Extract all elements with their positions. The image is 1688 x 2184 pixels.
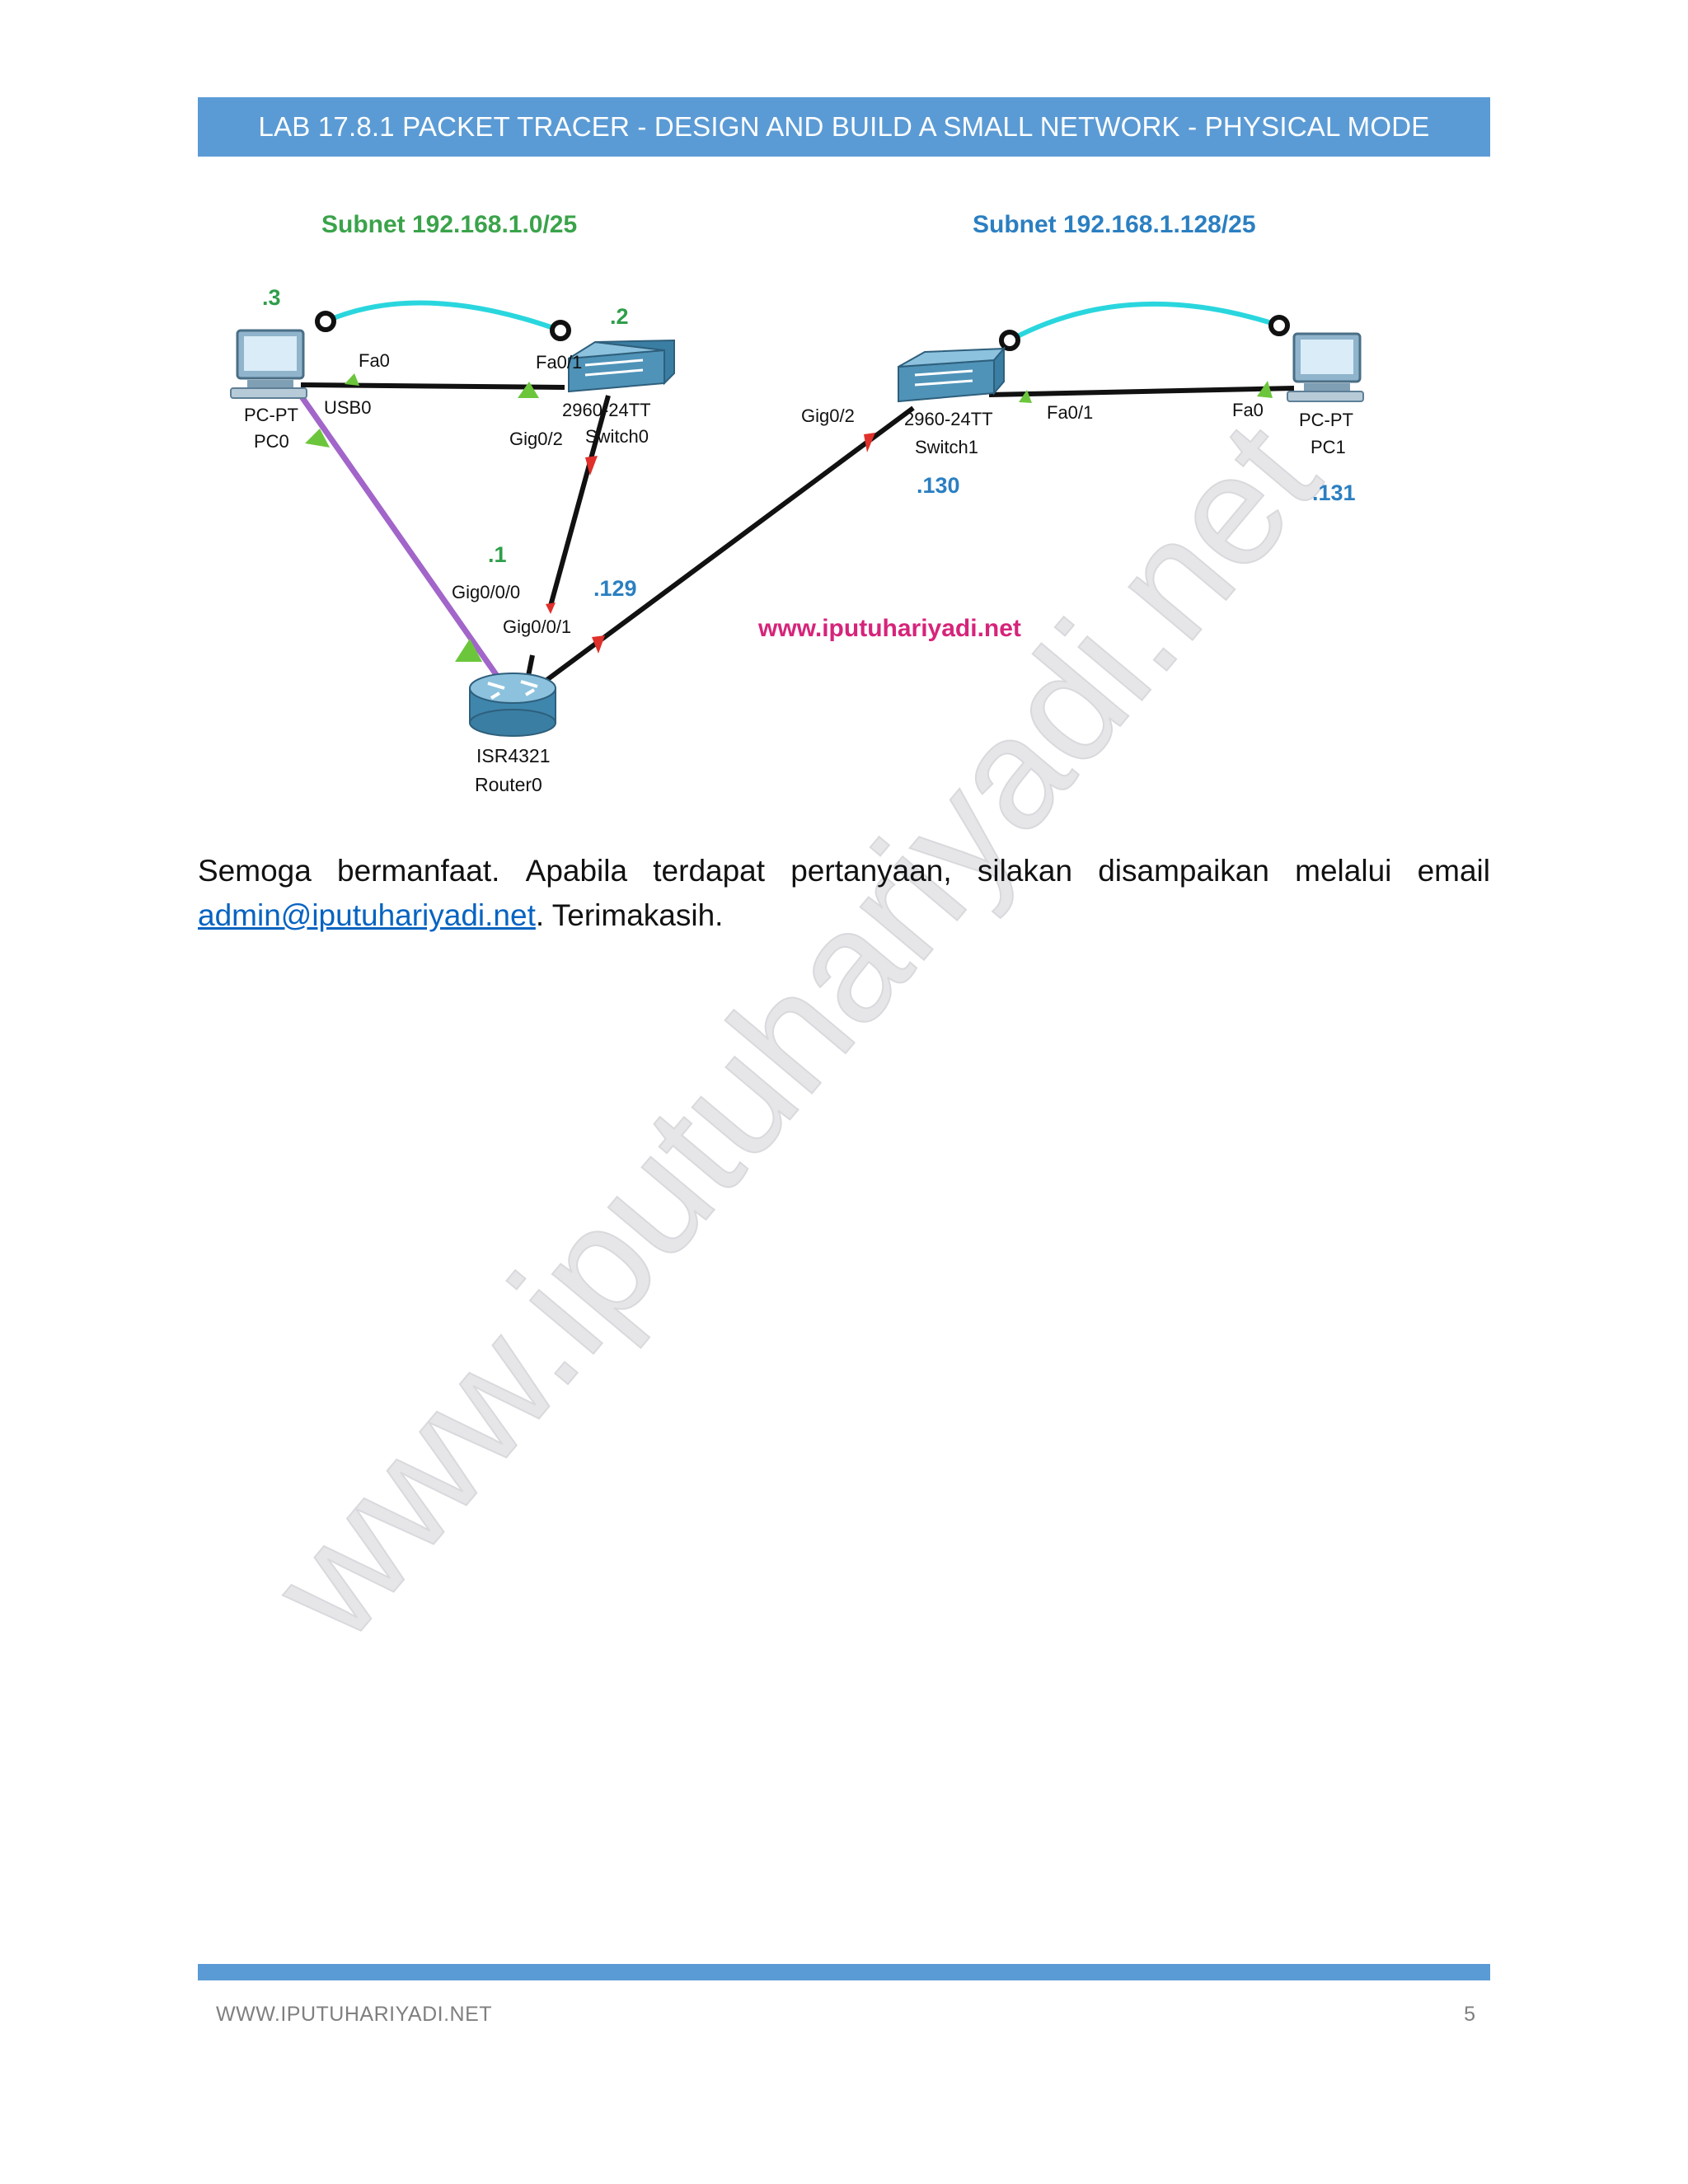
link-switch0-router0 — [548, 395, 611, 607]
switch1-model: 2960-24TT — [904, 409, 993, 429]
down-marker-switch1-gig02 — [864, 433, 875, 452]
body-word: terdapat — [653, 854, 766, 888]
down-marker-switch0-gig02 — [585, 456, 598, 476]
router0-name: Router0 — [475, 774, 542, 795]
switch1-icon — [898, 346, 1006, 403]
body-word: melalui — [1295, 854, 1392, 888]
console-end-pc1 — [1268, 315, 1290, 336]
pc1-type: PC-PT — [1299, 410, 1353, 430]
up-marker-pc1-fa0 — [1257, 381, 1273, 398]
up-marker-switch0-fa01 — [518, 382, 539, 398]
body-word: disampaikan — [1098, 854, 1269, 888]
diagram-website: www.iputuhariyadi.net — [757, 615, 1021, 642]
body-word: silakan — [977, 854, 1073, 888]
router0-model: ISR4321 — [476, 745, 551, 766]
pc0-name: PC0 — [254, 431, 289, 452]
closing-text: . Terimakasih. — [535, 898, 724, 932]
subnet-right-label: Subnet 192.168.1.128/25 — [973, 211, 1256, 238]
router0-port-right: Gig0/0/1 — [503, 616, 571, 637]
body-word: bermanfaat. — [337, 854, 500, 888]
body-word: Apabila — [525, 854, 628, 888]
usb-cable-pc0-router0 — [298, 393, 505, 687]
body-word: Semoga — [198, 854, 312, 888]
console-cable-left — [324, 300, 562, 333]
link-pc0-switch0 — [300, 382, 565, 390]
body-word: email — [1417, 854, 1490, 888]
subnet-left-label: Subnet 192.168.1.0/25 — [321, 211, 577, 238]
console-end-pc0 — [315, 311, 336, 332]
switch1-port-fa: Fa0/1 — [1047, 402, 1093, 423]
page-number: 5 — [1464, 2003, 1475, 2026]
footer-bar — [198, 1964, 1490, 1980]
console-end-switch0 — [550, 320, 571, 341]
pc1-name: PC1 — [1311, 437, 1346, 457]
down-marker-router0-gig001 — [592, 635, 605, 654]
body-paragraph: Semoga bermanfaat. Apabila terdapat pert… — [198, 849, 1490, 938]
switch0-name: Switch0 — [585, 426, 649, 447]
up-marker-switch1-fa01 — [1019, 390, 1032, 403]
switch0-model: 2960-24TT — [562, 400, 651, 420]
router0-addr-right: .129 — [593, 576, 637, 601]
switch1-name: Switch1 — [915, 437, 978, 457]
pc0-port-usb: USB0 — [324, 397, 371, 418]
pc0-port-fa: Fa0 — [359, 350, 390, 371]
pc0-type: PC-PT — [244, 405, 298, 425]
switch1-port-gig: Gig0/2 — [801, 405, 855, 426]
router0-addr-left: .1 — [488, 542, 507, 567]
router0-port-left: Gig0/0/0 — [452, 582, 520, 602]
pc0-icon — [230, 329, 307, 399]
page-header: LAB 17.8.1 PACKET TRACER - DESIGN AND BU… — [198, 97, 1490, 157]
switch1-addr: .130 — [917, 473, 960, 498]
footer-website: WWW.IPUTUHARIYADI.NET — [216, 2003, 493, 2026]
down-marker-router0-gig000 — [546, 602, 556, 614]
pc1-icon — [1287, 332, 1364, 402]
console-end-switch1 — [999, 330, 1020, 351]
up-marker-pc0-fa0 — [345, 373, 359, 386]
pc0-addr: .3 — [262, 285, 281, 310]
switch0-addr: .2 — [610, 304, 629, 329]
body-word: pertanyaan, — [790, 854, 952, 888]
switch0-icon — [568, 339, 675, 393]
router0-icon — [469, 673, 556, 737]
body-line-2: admin@iputuhariyadi.net. Terimakasih. — [198, 893, 1490, 938]
pc1-addr: .131 — [1312, 480, 1356, 505]
email-link[interactable]: admin@iputuhariyadi.net — [198, 898, 536, 932]
switch0-port-gig: Gig0/2 — [509, 429, 563, 449]
console-cable-right — [1008, 301, 1280, 343]
body-line-1: Semoga bermanfaat. Apabila terdapat pert… — [198, 849, 1490, 893]
link-switch1-pc1 — [988, 386, 1295, 397]
pc1-port-fa: Fa0 — [1232, 400, 1264, 420]
up-marker-pc0-usb — [305, 429, 330, 448]
network-diagram: Subnet 192.168.1.0/25 Subnet 192.168.1.1… — [230, 211, 1364, 795]
switch0-port-fa: Fa0/1 — [536, 352, 582, 373]
up-marker-router0-usb — [455, 639, 482, 662]
